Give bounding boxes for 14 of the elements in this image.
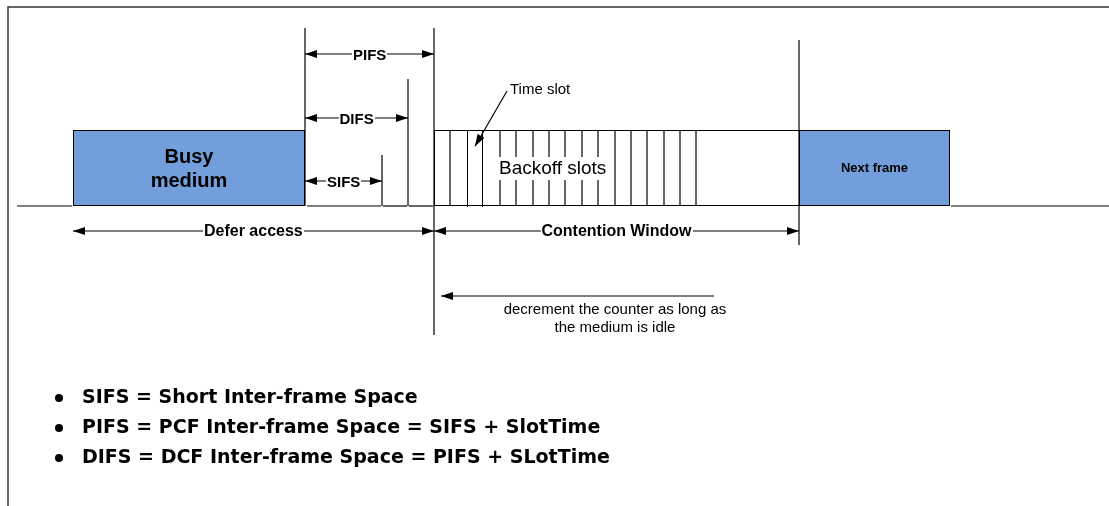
block-label: Busy medium xyxy=(149,144,229,192)
dimension-label: Defer access xyxy=(203,223,304,239)
legend-text: PIFS = PCF Inter-frame Space = SIFS + SlotTime xyxy=(82,417,601,436)
band-label: Backoff slots xyxy=(497,157,609,180)
legend-text: DIFS = DCF Inter-frame Space = PIFS + SLotTime xyxy=(82,447,610,466)
backoff-band xyxy=(434,130,799,206)
frame-block xyxy=(799,130,950,206)
callout-text: Time slot xyxy=(510,80,571,98)
frame-block xyxy=(73,130,305,206)
legend-text: SIFS = Short Inter-frame Space xyxy=(82,387,418,406)
time-slot xyxy=(467,131,483,207)
leader-line xyxy=(474,90,508,147)
block-label: Next frame xyxy=(839,160,910,176)
dimension-label: Contention Window xyxy=(540,223,693,239)
